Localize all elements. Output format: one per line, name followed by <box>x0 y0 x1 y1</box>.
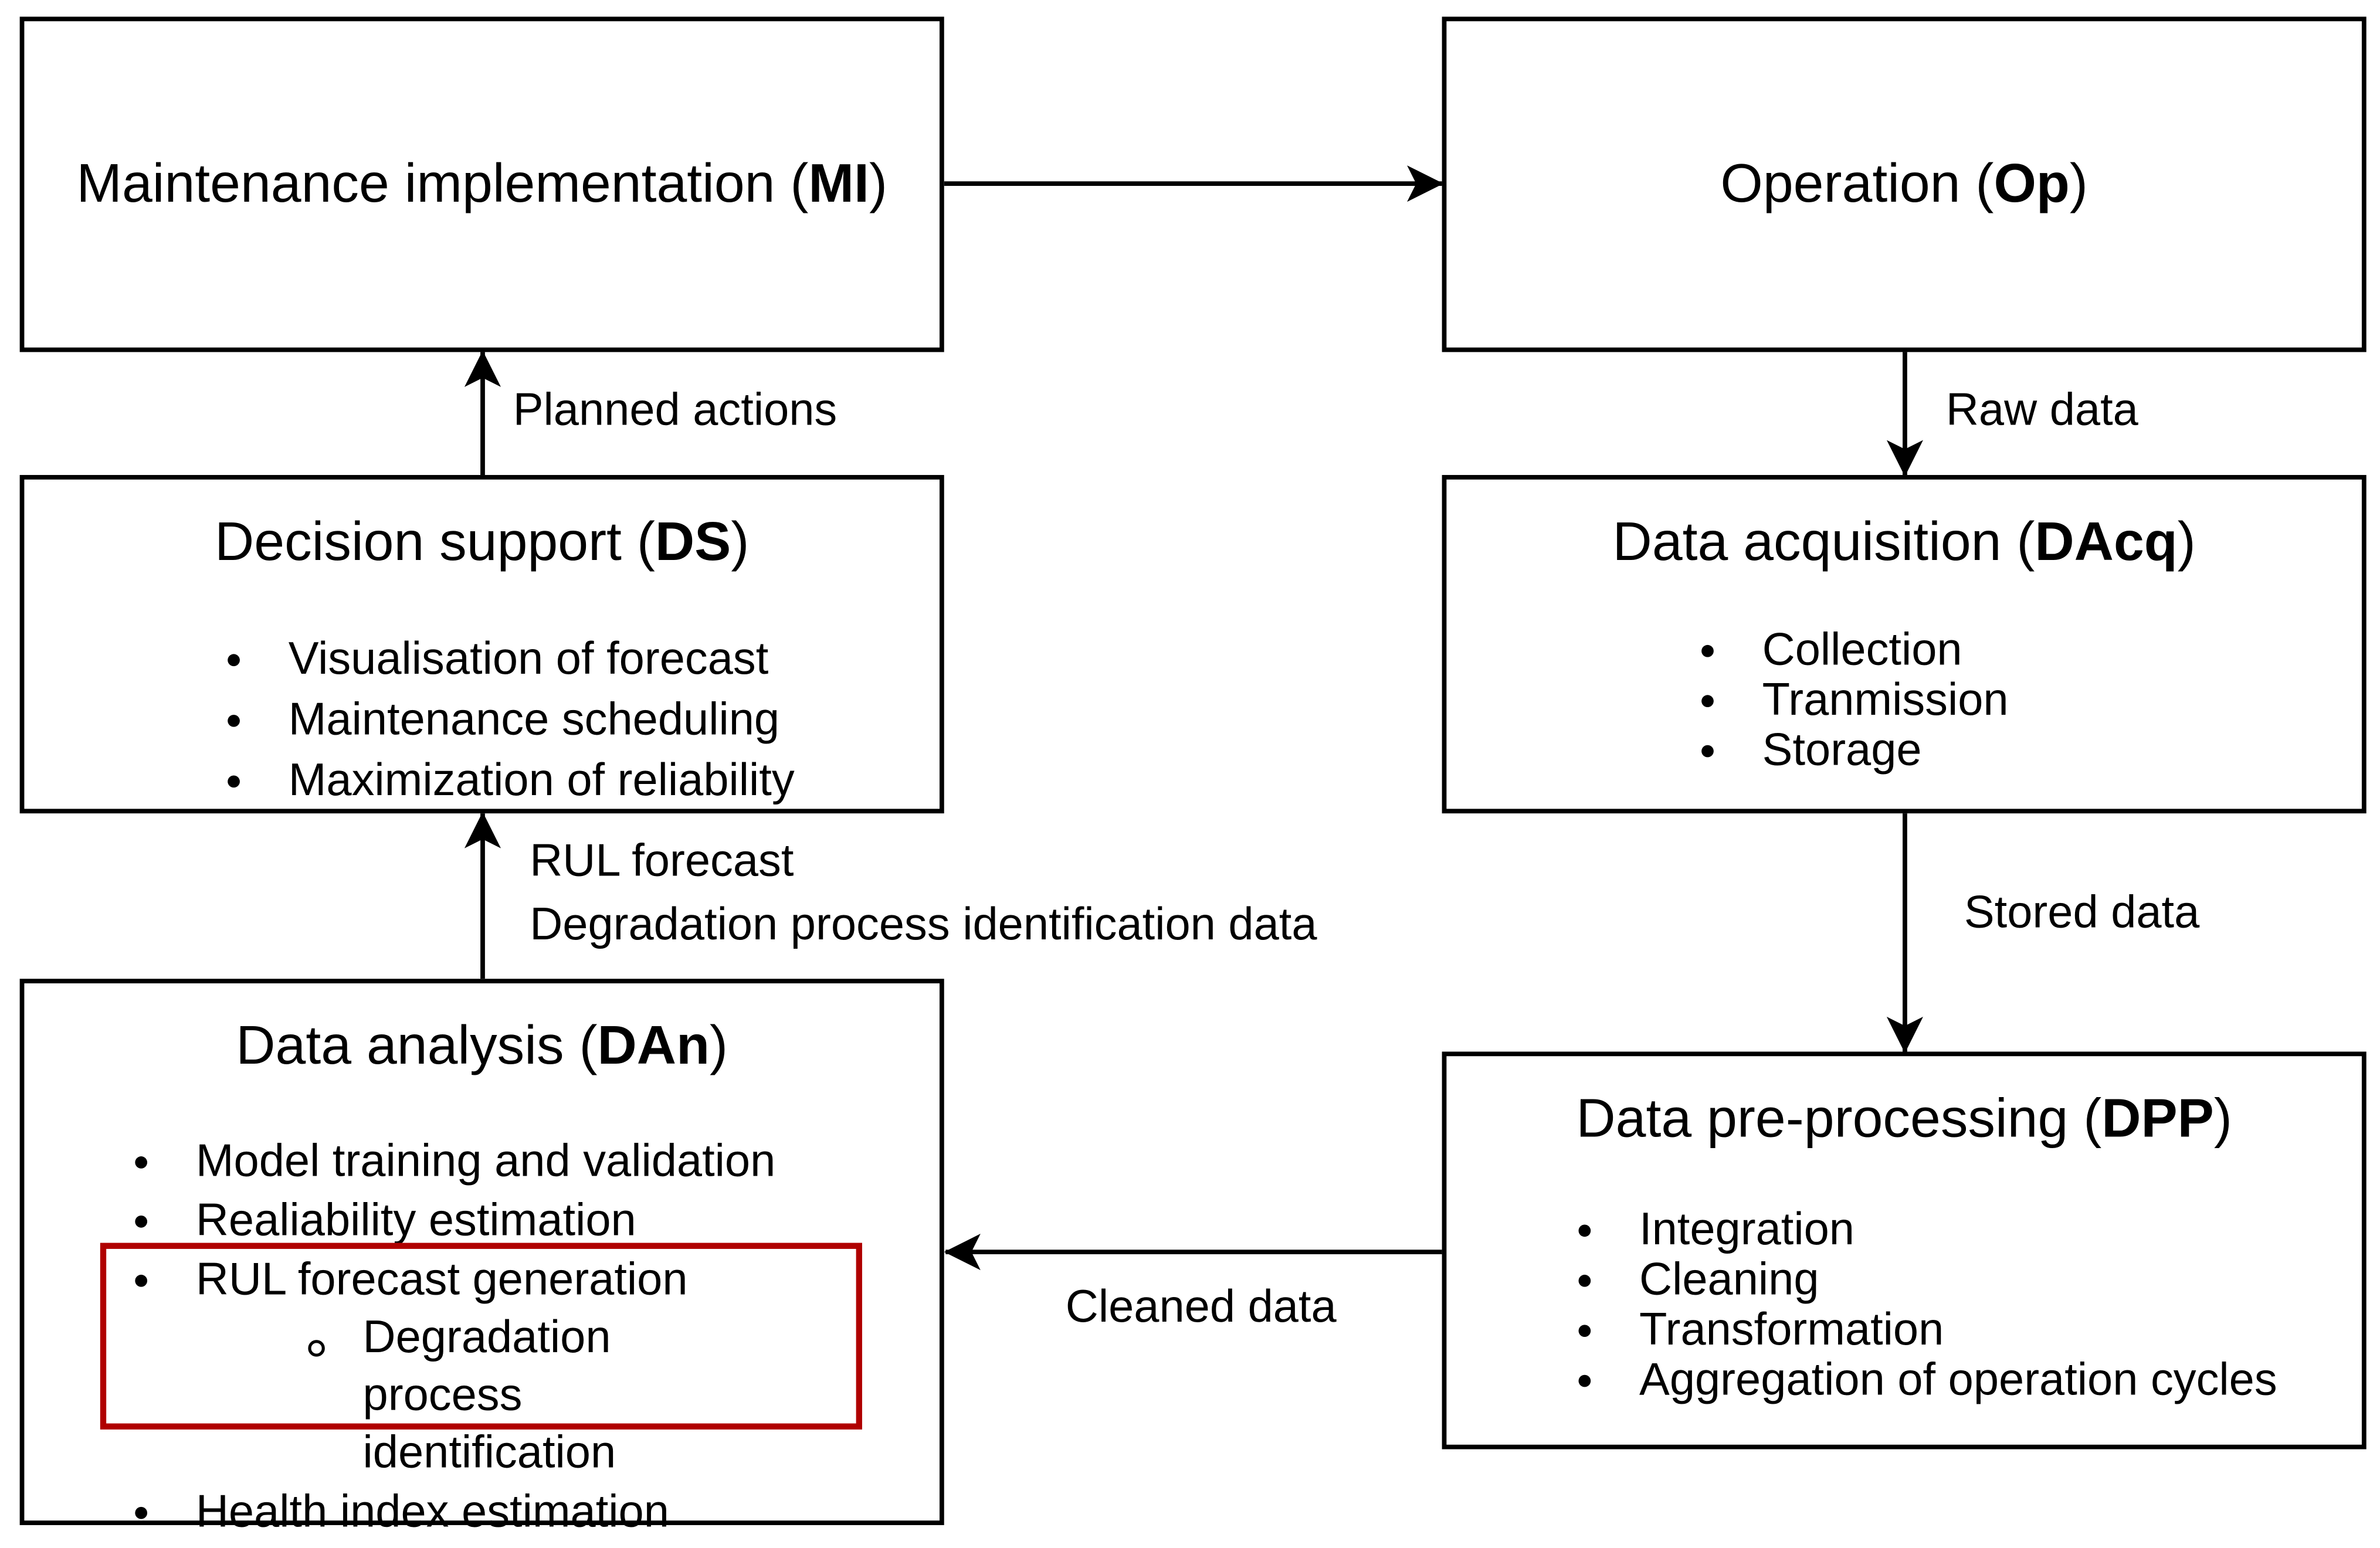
list-item: Transformation <box>1578 1305 2277 1355</box>
maintenance-implementation-box: Maintenance implementation (MI) <box>19 16 944 352</box>
edge-label-raw-data: Raw data <box>1945 385 2138 436</box>
edge-label-degradation-data: Degradation process identification data <box>530 899 1317 950</box>
data-acquisition-list: Collection Tranmission Storage <box>1701 625 2009 775</box>
data-acquisition-title: Data acquisition (DAcq) <box>1612 510 2196 572</box>
edge-label-stored-data: Stored data <box>1964 887 2200 938</box>
edge-label-planned-actions: Planned actions <box>513 385 838 436</box>
list-item: Integration <box>1578 1205 2277 1255</box>
list-item: Storage <box>1701 725 2008 775</box>
list-item: Visualisation of forecast <box>228 630 794 691</box>
data-analysis-title: Data analysis (DAn) <box>236 1013 728 1076</box>
edge-label-cleaned-data: Cleaned data <box>1065 1282 1337 1333</box>
list-item: Maximization of reliability <box>228 751 795 812</box>
operation-box: Operation (Op) <box>1442 16 2367 352</box>
data-acquisition-box: Data acquisition (DAcq) Collection Tranm… <box>1442 475 2367 814</box>
list-item: Health index estimation <box>135 1482 775 1542</box>
list-item: Tranmission <box>1701 675 2009 725</box>
data-pre-processing-title: Data pre-processing (DPP) <box>1576 1087 2232 1149</box>
decision-support-list: Visualisation of forecast Maintenance sc… <box>228 630 795 812</box>
data-pre-processing-box: Data pre-processing (DPP) Integration Cl… <box>1442 1051 2367 1449</box>
data-pre-processing-list: Integration Cleaning Transformation Aggr… <box>1578 1205 2277 1405</box>
data-analysis-list: Model training and validation Realiabili… <box>135 1132 775 1542</box>
maintenance-implementation-title: Maintenance implementation (MI) <box>76 151 888 214</box>
list-item: RUL forecast generation <box>135 1251 775 1310</box>
edge-label-rul-forecast: RUL forecast <box>530 836 794 887</box>
list-item: Cleaning <box>1578 1255 2277 1305</box>
highlight-rectangle <box>100 1243 862 1430</box>
list-item: Aggregation of operation cycles <box>1578 1355 2277 1405</box>
sub-list-item: Degradation process identification <box>135 1309 666 1482</box>
list-item: Maintenance scheduling <box>228 691 794 752</box>
list-item: Realiability estimation <box>135 1191 775 1251</box>
list-item: Collection <box>1701 625 2008 675</box>
operation-title: Operation (Op) <box>1720 151 2088 214</box>
data-analysis-box: Data analysis (DAn) Model training and v… <box>19 979 944 1537</box>
list-item: Model training and validation <box>135 1132 775 1191</box>
decision-support-title: Decision support (DS) <box>214 510 750 572</box>
decision-support-box: Decision support (DS) Visualisation of f… <box>19 475 944 814</box>
sub-list-container: Degradation process identification <box>135 1309 775 1482</box>
